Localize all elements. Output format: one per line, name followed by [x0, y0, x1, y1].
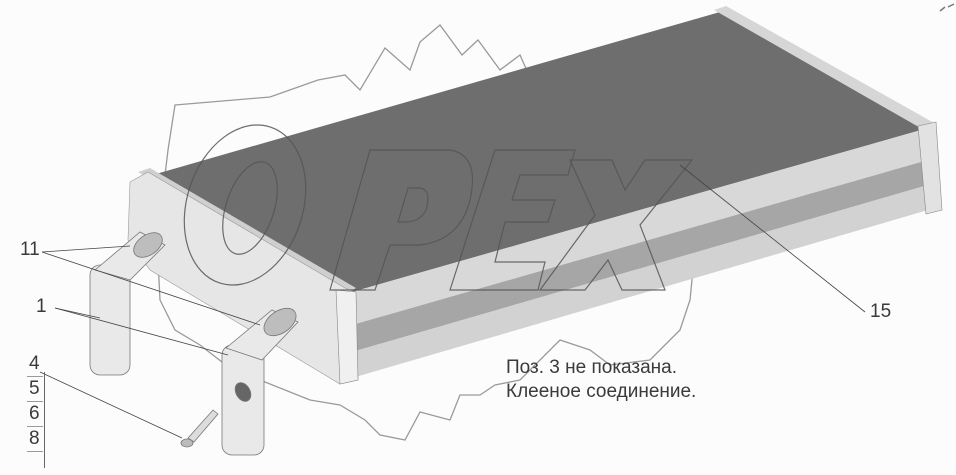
radiator-side-middle — [352, 160, 928, 352]
callout-5: 5 — [27, 377, 43, 402]
pipe-upper — [89, 231, 166, 376]
stacked-callouts: 4 5 6 8 — [27, 352, 45, 468]
screw — [180, 409, 219, 448]
radiator-left-endplate — [335, 289, 359, 385]
watermark-letters — [183, 124, 694, 291]
pipe-lower — [221, 307, 299, 456]
callout-1: 1 — [36, 296, 47, 317]
callout-4: 4 — [27, 352, 43, 377]
callout-6: 6 — [27, 402, 43, 427]
callout-8: 8 — [27, 427, 43, 452]
note-position-not-shown: Поз. 3 не показана. — [506, 357, 678, 378]
callout-15: 15 — [870, 301, 892, 322]
note-glued-joint: Клееное соединение. — [506, 381, 697, 402]
radiator-top-rail-right — [714, 6, 936, 130]
leader-lines — [39, 164, 866, 439]
radiator-right-tank — [917, 121, 943, 215]
radiator-side-lower — [352, 185, 928, 378]
corner-marks — [939, 3, 955, 12]
stack-divider — [44, 372, 45, 468]
radiator-core-top — [142, 12, 928, 292]
callout-11: 11 — [20, 239, 40, 260]
radiator-left-tank — [127, 171, 359, 385]
